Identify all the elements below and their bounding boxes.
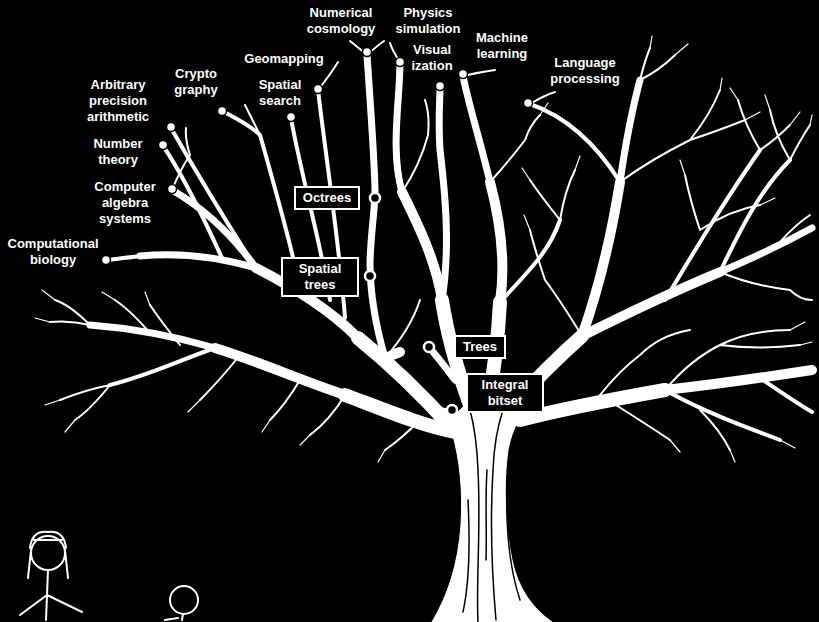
stick-figure-body bbox=[165, 614, 183, 620]
ring-dot bbox=[365, 271, 375, 281]
branch-label: Machine learning bbox=[467, 30, 537, 62]
tree-branch bbox=[90, 55, 812, 380]
branch-dot bbox=[459, 70, 468, 79]
branch-label: Crypto graphy bbox=[167, 66, 225, 98]
branch-dot bbox=[363, 48, 372, 57]
branch-label: Numerical cosmology bbox=[298, 5, 384, 37]
box-label: Spatial trees bbox=[290, 261, 350, 293]
branch-label: Physics simulation bbox=[387, 5, 469, 37]
branch-label: Spatial search bbox=[249, 77, 311, 109]
box-label: Octrees bbox=[303, 190, 351, 206]
stick-figure-head bbox=[31, 536, 65, 570]
branch-label: Computer algebra systems bbox=[86, 179, 164, 227]
branch-dot bbox=[287, 113, 296, 122]
bark-lines bbox=[463, 410, 520, 622]
branch-label: Computational biology bbox=[4, 236, 102, 268]
branch-label: Number theory bbox=[85, 136, 151, 168]
branch-label: Geomapping bbox=[243, 51, 324, 67]
box-label: Integral bitset bbox=[475, 377, 535, 409]
branch-dot bbox=[314, 85, 323, 94]
label-box: Spatial trees bbox=[281, 257, 359, 297]
stick-figures bbox=[20, 532, 198, 620]
branch-dot bbox=[396, 58, 405, 67]
branch-dot bbox=[168, 185, 177, 194]
branch-label: Arbitrary precision arithmetic bbox=[79, 77, 157, 125]
tree-branches bbox=[35, 36, 812, 462]
branch-dot bbox=[102, 256, 111, 265]
ring-dot bbox=[424, 342, 434, 352]
label-box: Integral bitset bbox=[466, 373, 544, 413]
branch-label: Visual ization bbox=[405, 42, 459, 74]
label-box: Trees bbox=[454, 335, 506, 359]
tree-trunk bbox=[432, 396, 552, 622]
box-label: Trees bbox=[463, 339, 497, 355]
branch-label: Language processing bbox=[539, 55, 631, 87]
branch-dot bbox=[524, 99, 533, 108]
ring-dot bbox=[447, 405, 457, 415]
label-box: Octrees bbox=[294, 186, 360, 210]
branch-dot bbox=[167, 123, 176, 132]
branch-dot bbox=[218, 107, 227, 116]
branch-dot bbox=[159, 141, 168, 150]
stick-figure-body bbox=[20, 570, 82, 620]
node-dots bbox=[365, 193, 457, 415]
branch-dots bbox=[102, 48, 533, 265]
branch-dot bbox=[436, 82, 445, 91]
tree-twig bbox=[50, 41, 812, 450]
stick-figure-head bbox=[170, 586, 198, 614]
ring-dot bbox=[370, 193, 380, 203]
tree-fine-twig bbox=[35, 36, 812, 462]
